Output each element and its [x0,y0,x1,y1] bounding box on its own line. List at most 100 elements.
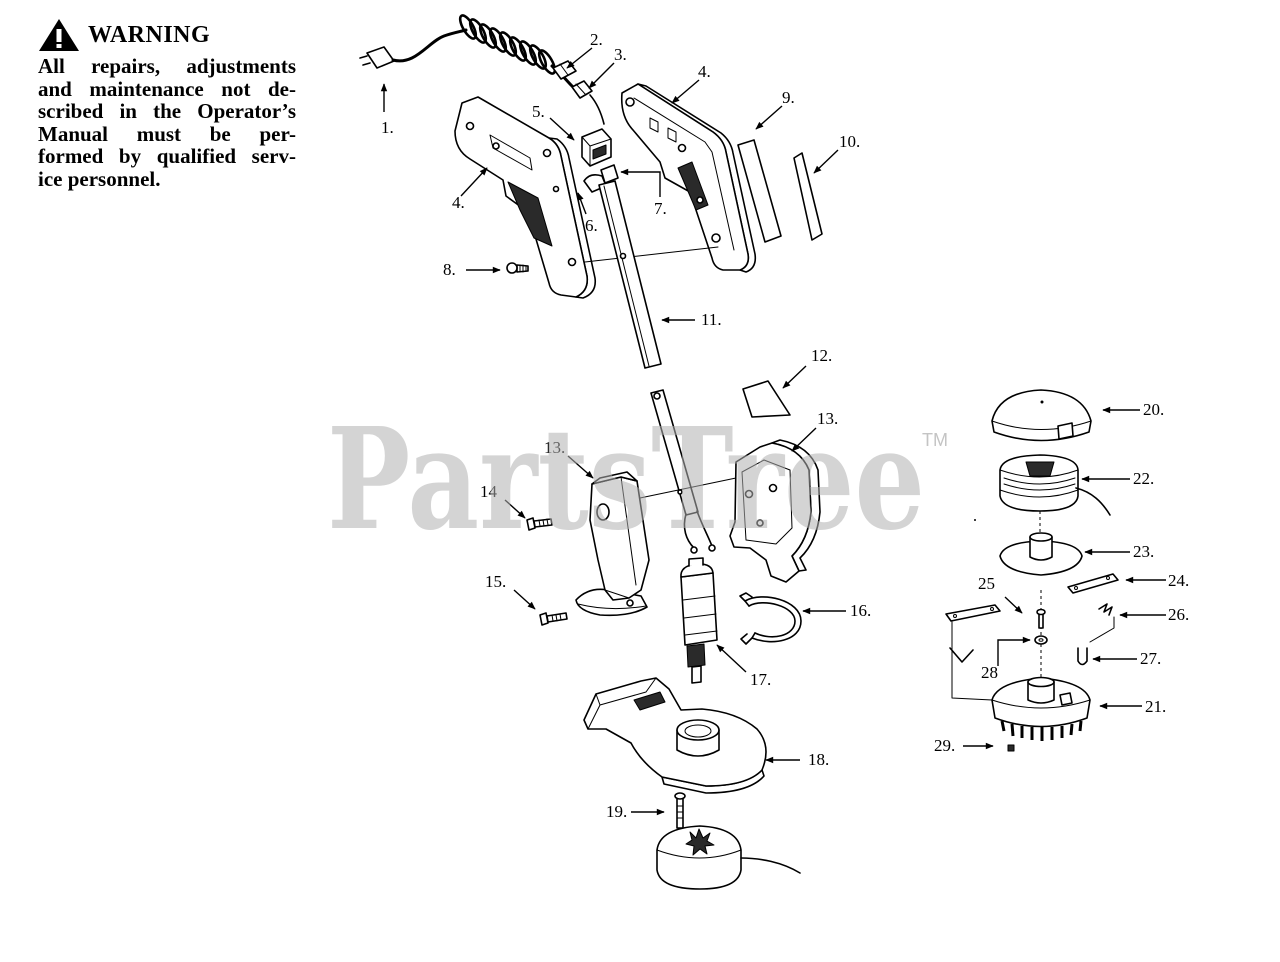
part-17-motor [680,557,718,684]
callout-28: 28 [981,663,998,682]
leader-arrow-12 [782,365,807,389]
leader-arrow-5 [549,117,575,141]
callout-18: 18. [808,750,829,769]
callout-14: 14 [480,482,498,501]
callout-20: 20. [1143,400,1164,419]
assembly-guide-line [951,616,1115,701]
callout-7: 7. [654,199,667,218]
warning-line: Manual must be per- [38,121,296,146]
callout-25: 25 [978,574,995,593]
part-9-label-strip [737,139,782,243]
callout-22: 22. [1133,469,1154,488]
callout-5: 5. [532,102,545,121]
part-11-upper-tube [598,180,662,369]
part-3-cord-connector [571,80,605,125]
part-13-housing-half-left [575,471,650,617]
part-7-switch-contact [600,164,619,184]
watermark-logo: PartsTree [327,398,925,562]
warning-triangle-icon [39,19,79,51]
part-22-spool [999,454,1111,516]
part-lever-left [945,604,1001,663]
warning-text: All repairs, adjustments and maintenance… [38,55,296,191]
callout-4-lower: 4. [452,193,465,212]
callout-24: 24. [1168,571,1189,590]
leader-arrow-3 [588,62,615,89]
callout-16: 16. [850,601,871,620]
warning-line: and maintenance not de- [38,76,296,101]
warning-header: WARNING [38,18,296,52]
leader-arrow-6 [577,192,587,215]
callout-13-left: 13. [544,438,565,457]
part-20-spool-cap [991,389,1092,442]
part-29-screw [1007,744,1015,752]
trimmer-spool-assembly [656,825,801,890]
callout-8: 8. [443,260,456,279]
leader-arrow-17 [716,644,747,673]
part-28-washer [1034,635,1048,645]
leader-arrow-13-right [791,427,817,452]
callout-10: 10. [839,132,860,151]
part-27-clip [1077,647,1088,666]
callout-15: 15. [485,572,506,591]
callout-9: 9. [782,88,795,107]
warning-line: ice personnel. [38,166,161,191]
callout-13-right: 13. [817,409,838,428]
part-5-switch [581,128,612,167]
watermark-trademark: TM [922,430,948,450]
part-10-label-strip [793,152,823,241]
part-12-wedge [742,380,791,418]
leader-arrow-13-left [567,455,594,479]
leader-arrow-9 [755,105,783,130]
leader-arrow-4-lower [460,167,488,197]
part-11-lower-tube [650,389,716,554]
part-4-handle-half-left [454,96,597,299]
callout-19: 19. [606,802,627,821]
callout-4-upper: 4. [698,62,711,81]
callout-26: 26. [1168,605,1189,624]
part-8-screw [506,262,529,274]
warning-title: WARNING [88,21,211,48]
part-18-lower-housing [583,677,767,794]
part-24-lever [1067,573,1119,594]
part-15-screw [539,612,568,626]
alignment-line [584,246,719,263]
callout-27: 27. [1140,649,1161,668]
part-19-screw [674,792,686,829]
callout-labels: 1. 2. 3. 4. 5. 6. 7. 8. 9. 10. 4. 11. 12… [381,30,1189,821]
part-14-screw [526,517,553,531]
warning-notice: WARNING All repairs, adjustments and mai… [38,18,296,191]
callout-11: 11. [701,310,722,329]
leader-arrow-15 [513,589,536,610]
part-23-spool-disc [999,532,1083,576]
part-1-power-cord [359,14,574,88]
leader-arrow-10 [813,149,839,174]
callout-1: 1. [381,118,394,137]
leader-arrows [380,47,1166,816]
callout-29: 29. [934,736,955,755]
part-25-screw [1036,608,1046,629]
leader-arrow-7 [620,168,661,197]
leader-arrow-28 [997,636,1031,666]
part-4-handle-half-right [620,83,757,273]
warning-line: scribed in the Operator’s [38,99,296,124]
callout-6: 6. [585,216,598,235]
leader-arrow-4-upper [671,79,700,104]
leader-arrow-14 [504,499,526,519]
leader-arrow-2 [566,47,593,69]
callout-2: 2. [590,30,603,49]
callout-21: 21. [1145,697,1166,716]
leader-arrow-25 [1004,596,1023,614]
diagram-dot [974,519,976,521]
part-21-spool-base [991,676,1091,741]
callout-17: 17. [750,670,771,689]
part-13-housing-half-right [729,439,821,583]
part-16-motor-clamp [739,592,802,645]
callout-3: 3. [614,45,627,64]
warning-line: formed by qualified serv- [38,144,296,169]
callout-12: 12. [811,346,832,365]
alignment-line [639,477,737,499]
part-26-spring [1098,603,1113,616]
warning-line: All repairs, adjustments [38,54,296,78]
